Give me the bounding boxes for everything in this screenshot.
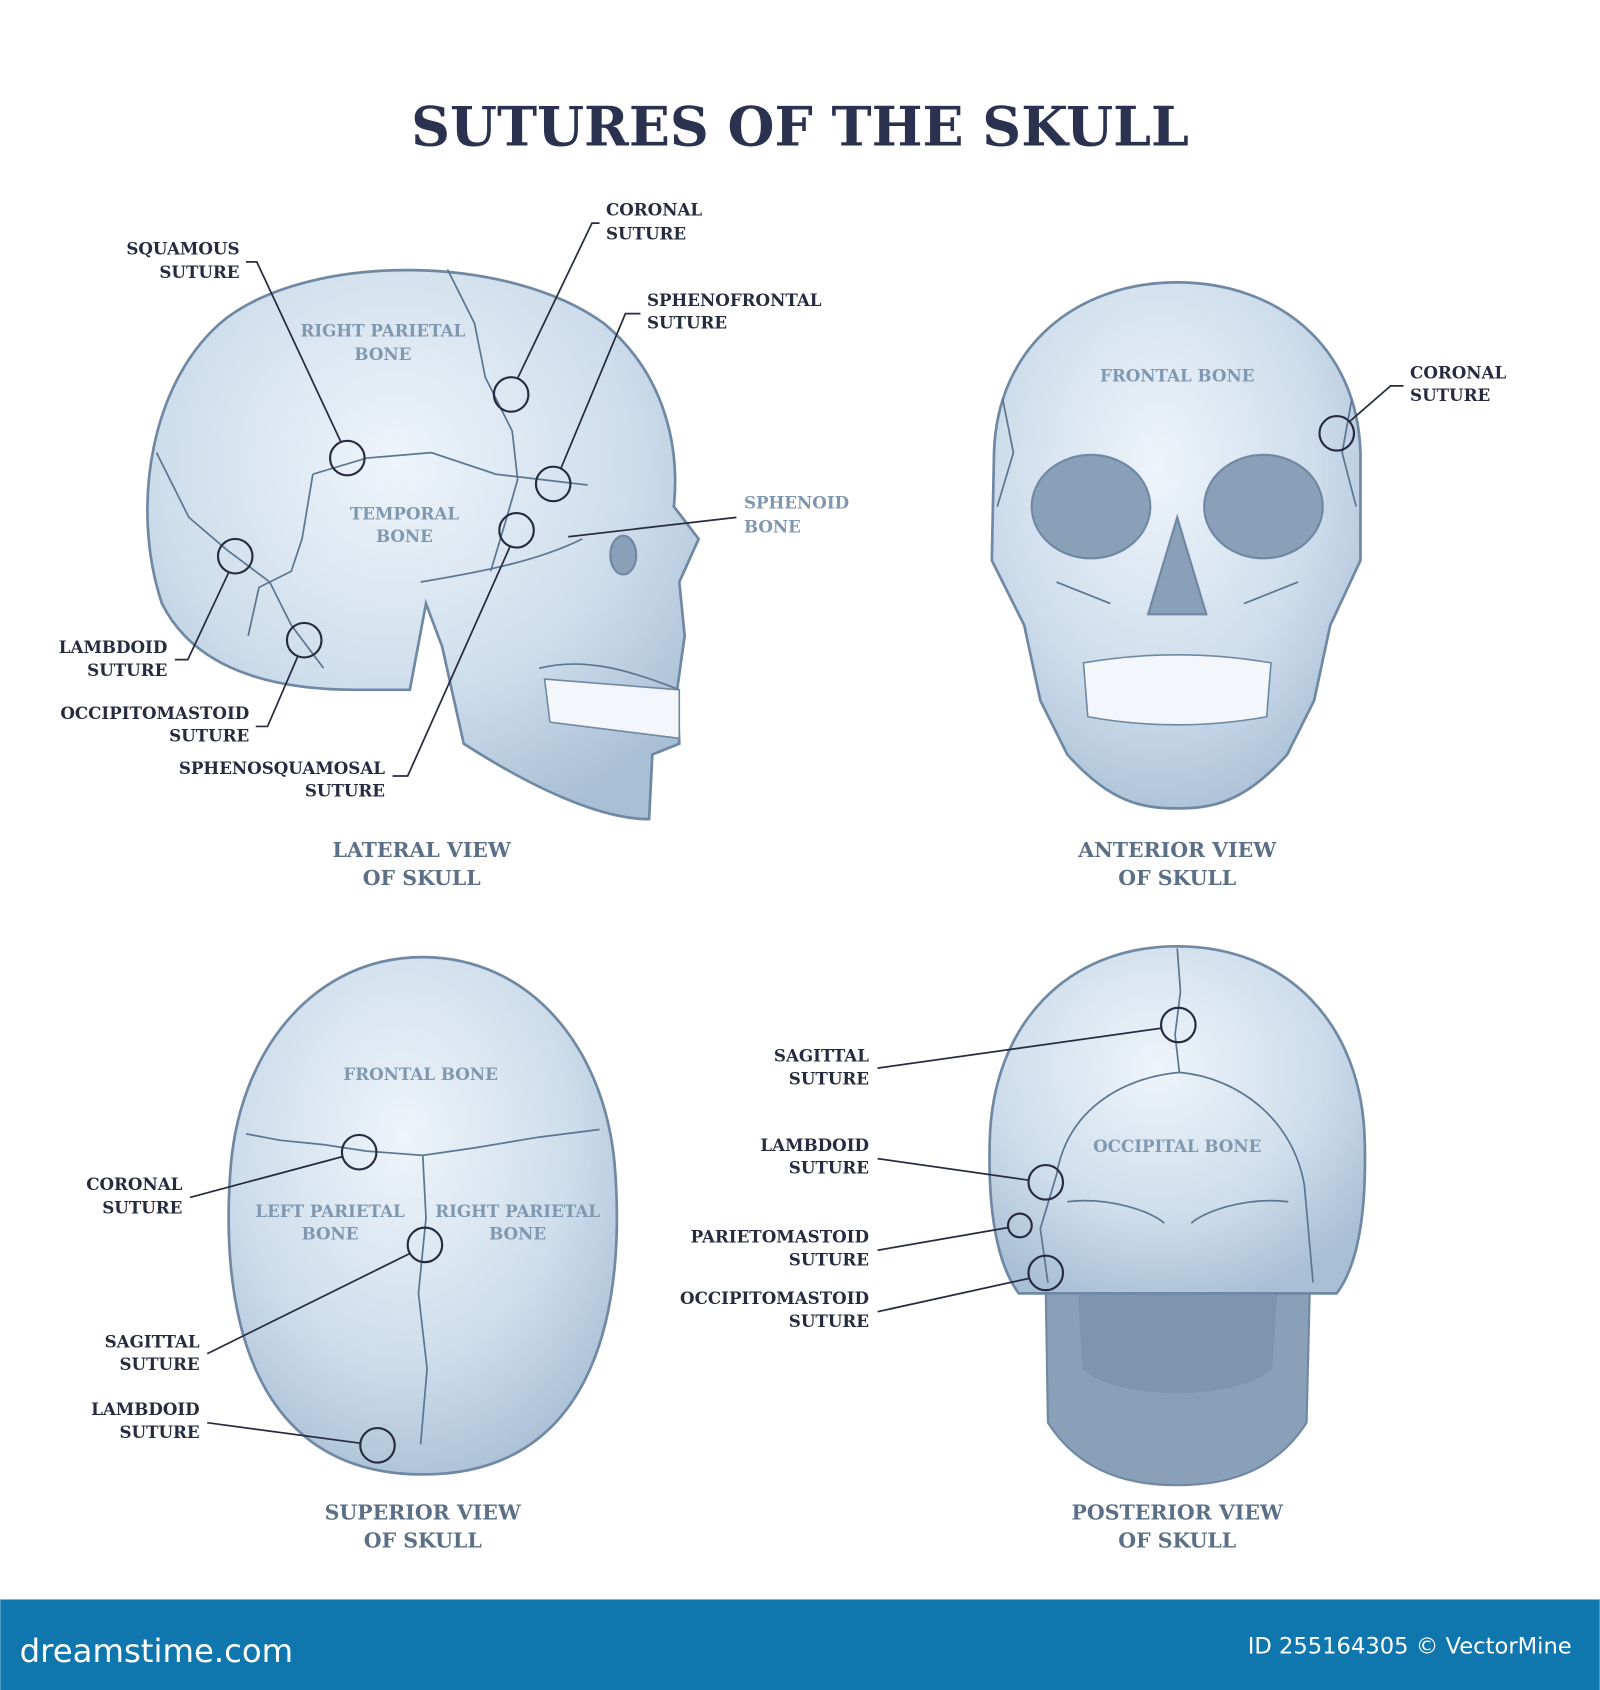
left-parietal-bone-label-2: BONE <box>302 1223 359 1243</box>
superior-coronal-suture-label: CORONAL <box>86 1174 182 1194</box>
posterior-occipitomastoid-suture-label: OCCIPITOMASTOID <box>680 1288 869 1308</box>
parietomastoid-suture-label-2: SUTURE <box>789 1249 869 1269</box>
superior-sagittal-suture-label: SAGITTAL <box>105 1331 200 1351</box>
anterior-caption: ANTERIOR VIEW <box>1077 838 1277 862</box>
superior-lambdoid-suture-label-2: SUTURE <box>119 1422 199 1442</box>
occipitomastoid-suture-label: OCCIPITOMASTOID <box>60 703 249 723</box>
superior-lambdoid-suture-label: LAMBDOID <box>91 1399 200 1419</box>
anterior-coronal-suture-label: CORONAL <box>1410 362 1506 382</box>
occipital-bone-label: OCCIPITAL BONE <box>1093 1136 1261 1156</box>
lateral-skull <box>146 222 737 821</box>
anterior-frontal-bone-label: FRONTAL BONE <box>1100 366 1254 386</box>
lambdoid-suture-label-2: SUTURE <box>87 660 167 680</box>
footer-brand: dreamstime.com <box>20 1632 294 1670</box>
superior-skull <box>189 955 619 1476</box>
sphenosquamosal-suture-label-2: SUTURE <box>305 780 385 800</box>
right-parietal-bone-label: RIGHT PARIETAL <box>300 320 465 340</box>
occipitomastoid-suture-label-2: SUTURE <box>169 726 249 746</box>
superior-caption-2: OF SKULL <box>364 1529 482 1553</box>
posterior-caption: POSTERIOR VIEW <box>1072 1501 1284 1525</box>
posterior-occipitomastoid-suture-label-2: SUTURE <box>789 1311 869 1331</box>
sphenoid-bone-label-2: BONE <box>744 516 801 536</box>
footer-bar <box>0 1599 1600 1690</box>
page-title: SUTURES OF THE SKULL <box>411 95 1189 159</box>
coronal-suture-label-2: SUTURE <box>606 223 686 243</box>
posterior-lambdoid-suture-label-2: SUTURE <box>789 1158 869 1178</box>
posterior-skull <box>877 944 1367 1487</box>
squamous-suture-label: SQUAMOUS <box>126 238 239 258</box>
posterior-sagittal-suture-label: SAGITTAL <box>774 1046 869 1066</box>
superior-right-parietal-bone-label-2: BONE <box>489 1223 546 1243</box>
posterior-lambdoid-suture-label: LAMBDOID <box>760 1135 869 1155</box>
coronal-suture-label: CORONAL <box>606 200 702 220</box>
anterior-caption-2: OF SKULL <box>1118 866 1236 890</box>
superior-frontal-bone-label: FRONTAL BONE <box>343 1064 497 1084</box>
temporal-bone-label-2: BONE <box>376 526 433 546</box>
lateral-caption: LATERAL VIEW <box>332 838 511 862</box>
sphenofrontal-suture-label: SPHENOFRONTAL <box>647 290 822 310</box>
sphenosquamosal-suture-label: SPHENOSQUAMOSAL <box>179 758 385 778</box>
sphenoid-bone-label: SPHENOID <box>744 493 849 513</box>
squamous-suture-label-2: SUTURE <box>159 262 239 282</box>
posterior-sagittal-suture-label-2: SUTURE <box>789 1068 869 1088</box>
superior-sagittal-suture-label-2: SUTURE <box>119 1354 199 1374</box>
parietomastoid-suture-label: PARIETOMASTOID <box>691 1227 869 1247</box>
superior-caption: SUPERIOR VIEW <box>325 1501 522 1525</box>
right-parietal-bone-label-2: BONE <box>354 344 411 364</box>
temporal-bone-label: TEMPORAL <box>350 504 460 524</box>
superior-right-parietal-bone-label: RIGHT PARIETAL <box>435 1201 600 1221</box>
posterior-cranium <box>988 944 1367 1295</box>
footer-credit: ID 255164305 © VectorMine <box>1248 1633 1572 1659</box>
lambdoid-suture-label: LAMBDOID <box>59 637 168 657</box>
anterior-coronal-suture-label-2: SUTURE <box>1410 385 1490 405</box>
anterior-skull <box>990 281 1404 810</box>
posterior-caption-2: OF SKULL <box>1118 1529 1236 1553</box>
superior-cranium <box>227 955 619 1476</box>
left-parietal-bone-label: LEFT PARIETAL <box>255 1201 405 1221</box>
lateral-caption-2: OF SKULL <box>363 866 481 890</box>
superior-coronal-suture-label-2: SUTURE <box>102 1198 182 1218</box>
sphenofrontal-suture-label-2: SUTURE <box>647 313 727 333</box>
